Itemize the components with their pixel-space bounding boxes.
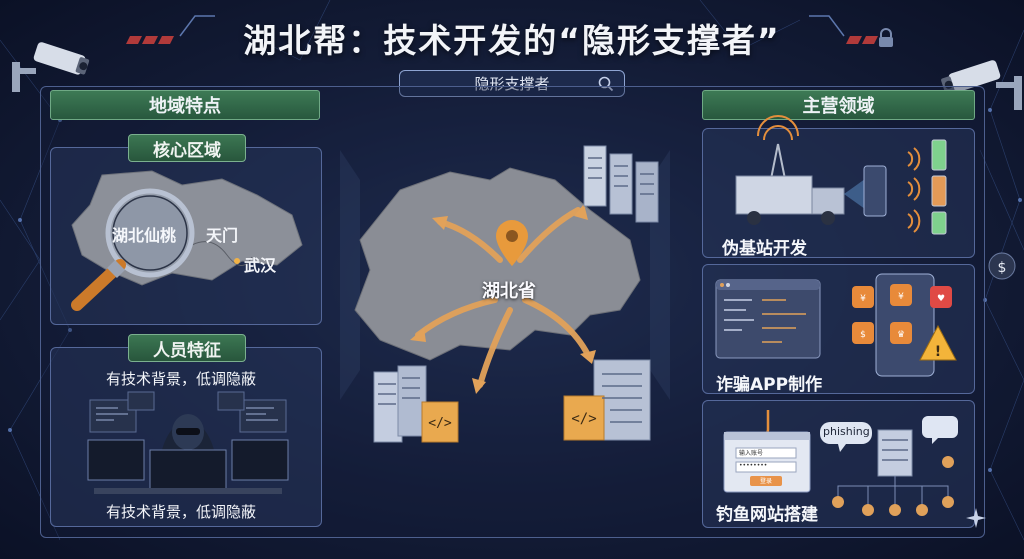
phone-apps-icon: ¥ ¥ ♥ $ ♛ ! [852,273,957,377]
page-title: 湖北帮：技术开发的“隐形支撑者” [243,21,781,60]
hacker-illustration [87,391,289,494]
phishing-site-label: 钓鱼网站搭建 [716,505,818,525]
svg-text:$: $ [998,260,1007,276]
money-bag-icon: $ [988,252,1016,280]
personnel-title: 人员特征 [128,334,246,362]
scam-app-label: 诈骗APP制作 [716,375,823,395]
phishing-pass-field: •••••••• [739,462,768,469]
svg-text:¥: ¥ [898,292,904,302]
hubei-province-map [340,150,670,400]
core-region-title: 核心区域 [128,134,246,162]
personnel-caption-top: 有技术背景，低调隐蔽 [106,370,257,388]
svg-text:</>: </> [571,411,596,427]
code-editor-icon [715,279,821,359]
svg-text:♥: ♥ [937,294,945,304]
main-fields-header: 主营领域 [702,90,975,120]
region-features-header: 地域特点 [50,90,320,120]
phishing-bubble-text: phishing [823,425,870,438]
phishing-network-icon [820,416,958,516]
phishing-login-button: 登录 [760,478,773,485]
code-server-icon: </> [563,359,651,441]
code-server-icon: </> [373,365,459,443]
security-camera-icon [12,42,90,92]
svg-text:♛: ♛ [897,330,905,340]
security-camera-icon [941,60,1022,110]
search-bar[interactable]: 隐形支撑者 [399,70,625,97]
fake-base-station-truck-icon [735,115,947,235]
fake-base-station-label: 伪基站开发 [722,239,807,259]
tianmen-label: 天门 [206,226,239,245]
search-text: 隐形支撑者 [474,75,550,93]
personnel-caption-bottom: 有技术背景，低调隐蔽 [106,503,257,521]
sparkle-icon [966,508,986,528]
province-label: 湖北省 [482,281,536,302]
server-rack-icon [583,145,659,223]
phishing-user-field: 输入账号 [739,450,764,457]
xiantao-label: 湖北仙桃 [112,226,177,245]
wuhan-label: 武汉 [244,256,277,275]
phishing-login-icon [723,410,811,493]
svg-text:</>: </> [428,416,452,431]
hubei-mini-map [71,170,303,311]
svg-text:¥: ¥ [860,294,866,304]
svg-text:!: ! [935,344,941,360]
svg-text:$: $ [860,330,866,340]
lock-icon [879,28,893,47]
